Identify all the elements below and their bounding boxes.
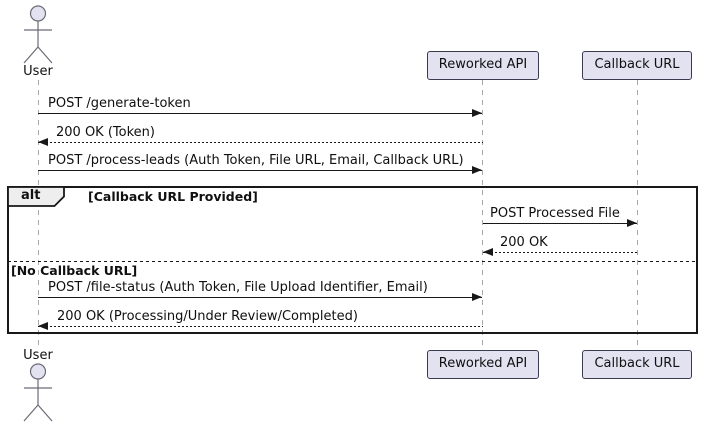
arrowhead-left-icon bbox=[38, 322, 48, 330]
message-line bbox=[38, 113, 482, 115]
message-label: POST Processed File bbox=[490, 206, 620, 221]
message-label: 200 OK (Processing/Under Review/Complete… bbox=[57, 309, 358, 324]
lifeline-user bbox=[38, 80, 39, 347]
message-label: POST /file-status (Auth Token, File Uplo… bbox=[48, 280, 428, 295]
user-actor-label-bottom: User bbox=[23, 348, 53, 363]
participant-reworked-api-top: Reworked API bbox=[427, 51, 539, 80]
participant-reworked-api-bottom: Reworked API bbox=[427, 350, 539, 379]
participant-callback-url-bottom: Callback URL bbox=[582, 350, 692, 379]
arrowhead-right-icon bbox=[472, 109, 482, 117]
message-line bbox=[38, 170, 482, 172]
alt-else-divider bbox=[8, 261, 697, 262]
message-line bbox=[38, 326, 483, 327]
alt-guard-callback-provided: [Callback URL Provided] bbox=[88, 189, 258, 204]
user-actor-label-top: User bbox=[23, 64, 53, 79]
message-line bbox=[483, 223, 637, 225]
arrowhead-right-icon bbox=[472, 166, 482, 174]
lifeline-callback-url bbox=[637, 80, 638, 350]
message-label: 200 OK (Token) bbox=[56, 125, 155, 140]
alt-operator-label: alt bbox=[21, 188, 41, 203]
user-actor-icon bbox=[23, 363, 53, 422]
lifeline-reworked-api bbox=[482, 80, 483, 350]
alt-frame bbox=[7, 186, 698, 334]
message-line bbox=[38, 297, 482, 299]
arrowhead-left-icon bbox=[38, 138, 48, 146]
participant-callback-url-top: Callback URL bbox=[582, 51, 692, 80]
arrowhead-left-icon bbox=[483, 248, 493, 256]
message-label: POST /generate-token bbox=[48, 96, 191, 111]
message-label: POST /process-leads (Auth Token, File UR… bbox=[48, 153, 464, 168]
message-line bbox=[38, 142, 483, 143]
arrowhead-right-icon bbox=[627, 219, 637, 227]
message-line bbox=[483, 252, 637, 253]
user-actor-icon bbox=[23, 5, 53, 64]
arrowhead-right-icon bbox=[472, 293, 482, 301]
alt-operator-tab bbox=[7, 186, 65, 207]
message-label: 200 OK bbox=[500, 235, 548, 250]
alt-guard-no-callback: [No Callback URL] bbox=[11, 263, 138, 278]
